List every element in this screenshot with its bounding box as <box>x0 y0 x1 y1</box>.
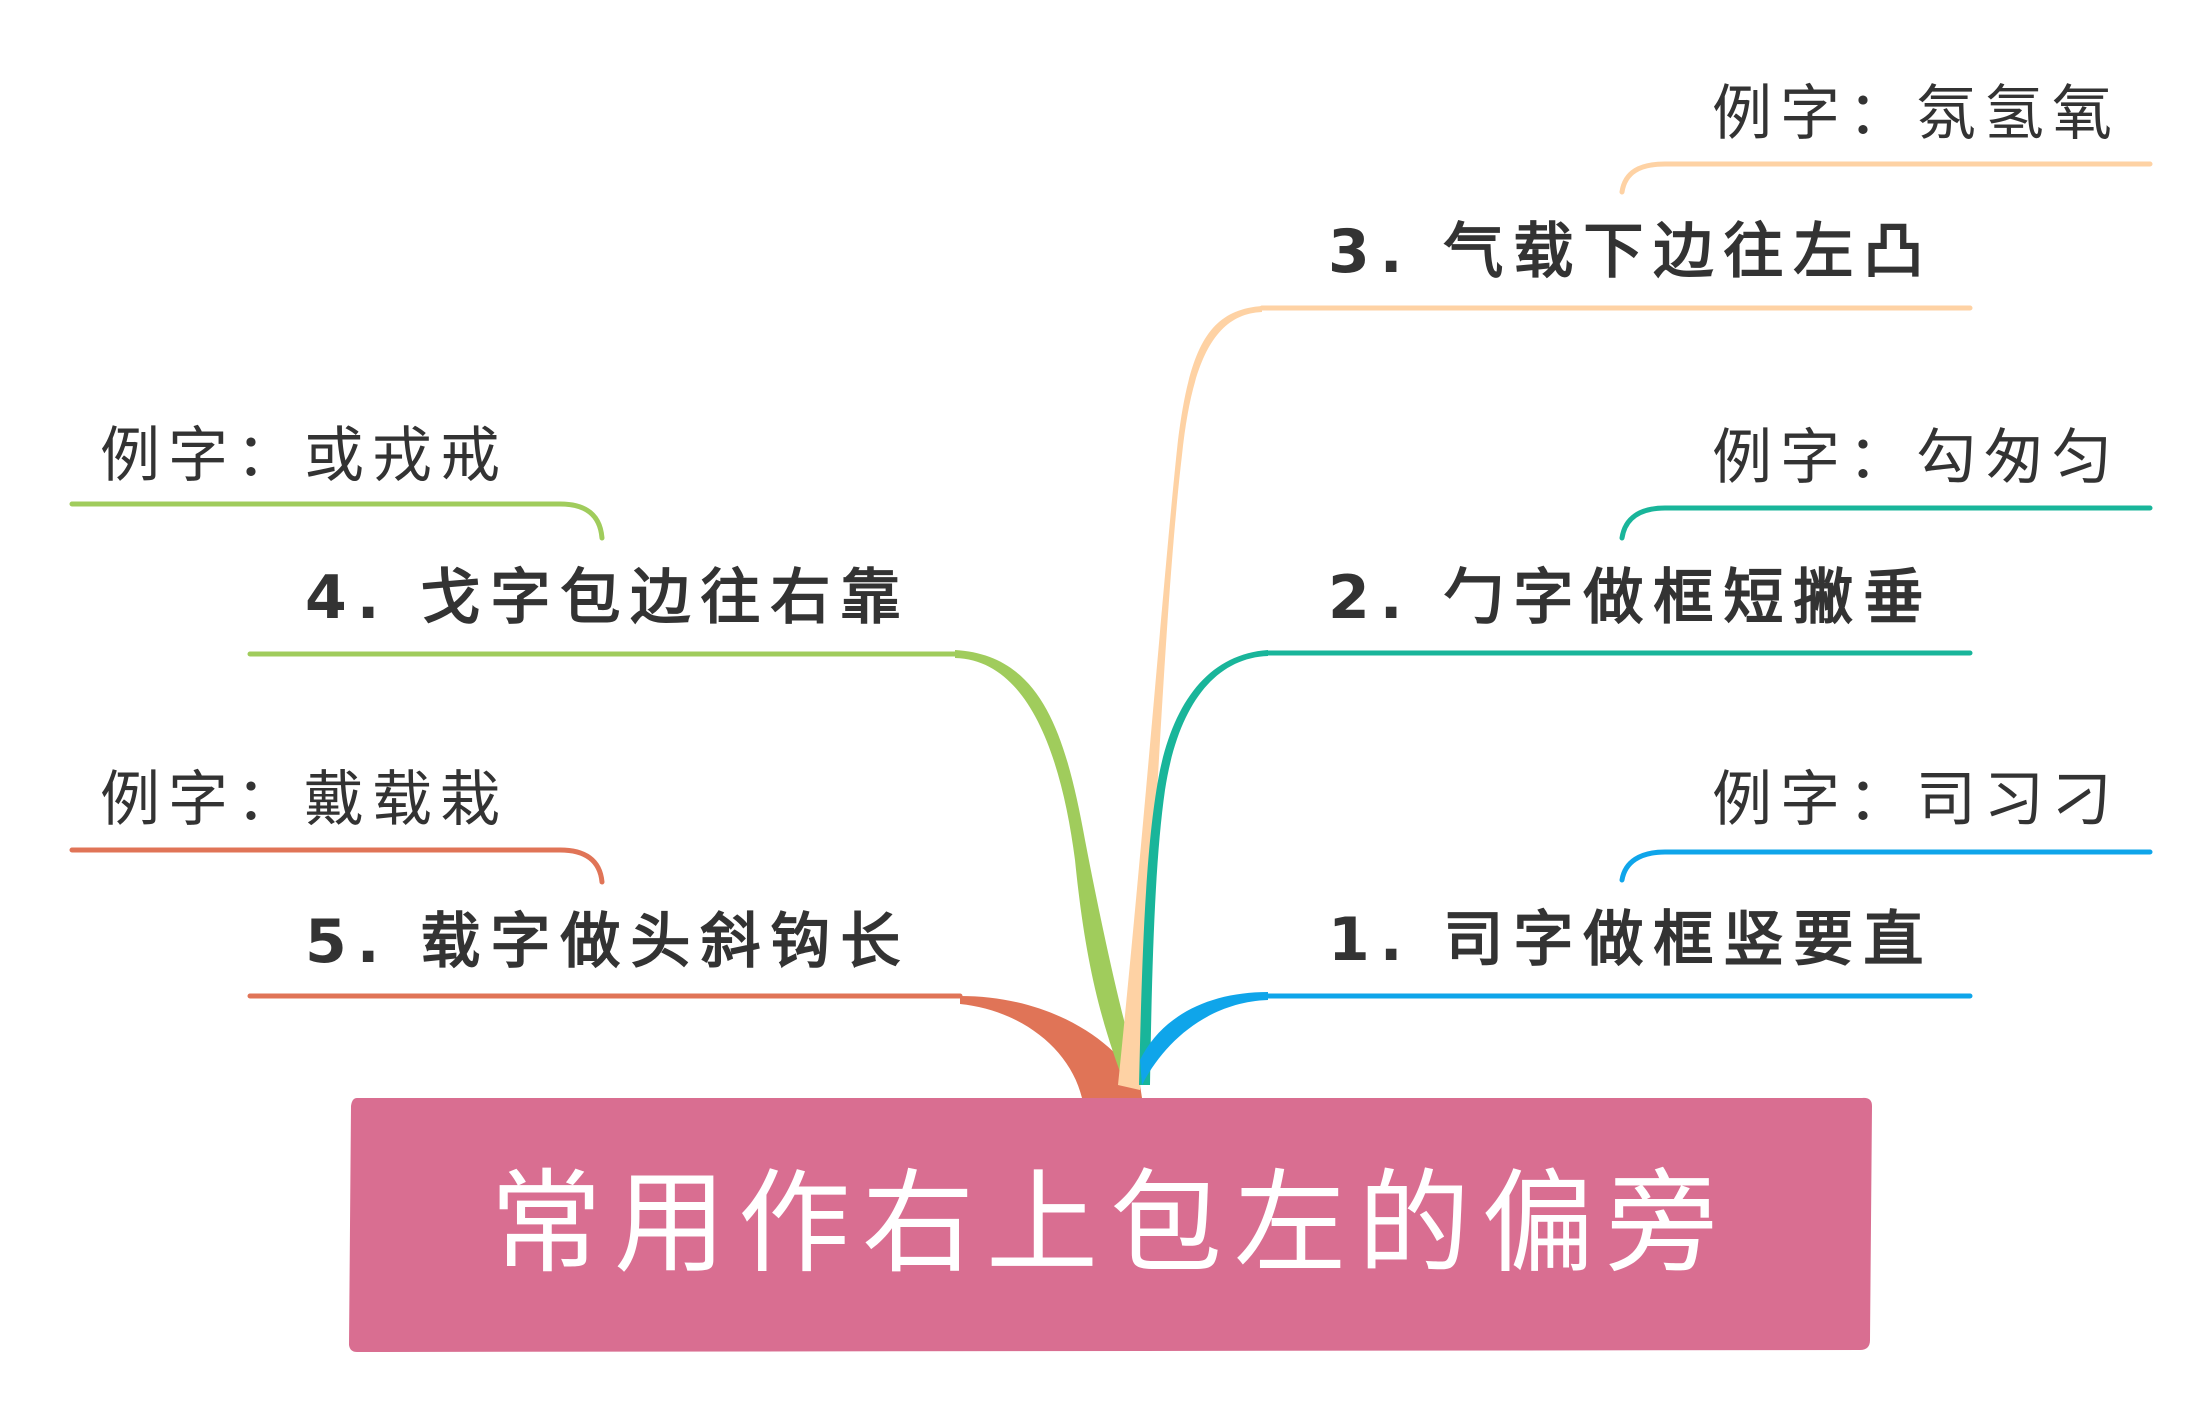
example-underline-2 <box>1619 505 2153 541</box>
example-label-3: 例字：氛氢氧 <box>1712 79 2120 149</box>
trunk-2 <box>1139 650 1268 1085</box>
branch-label-5: 5. 载字做头斜钩长 <box>305 907 910 977</box>
example-underline-4 <box>69 501 605 541</box>
branch-label-4: 4. 戈字包边往右靠 <box>305 563 910 633</box>
trunk-3 <box>1118 306 1262 1090</box>
trunk-4 <box>955 650 1140 1085</box>
example-underline-5 <box>69 847 605 885</box>
branch-label-1: 1. 司字做框竖要直 <box>1328 905 1933 975</box>
root-box <box>349 1097 1872 1352</box>
branch-label-3: 3. 气载下边往左凸 <box>1328 217 1933 287</box>
example-underline-1 <box>1619 849 2153 883</box>
trunk-5 <box>960 996 1142 1098</box>
root-title: 常用作右上包左的偏旁 <box>490 1159 1730 1289</box>
example-label-1: 例字：司习刁 <box>1712 765 2120 835</box>
example-label-5: 例字：戴载栽 <box>100 765 508 835</box>
example-label-4: 例字：或戎戒 <box>100 421 508 491</box>
branch-label-2: 2. 勹字做框短撇垂 <box>1328 563 1933 633</box>
example-underline-3 <box>1619 161 2153 195</box>
trunk-1 <box>1140 992 1268 1085</box>
example-label-2: 例字：勾匆匀 <box>1712 423 2120 493</box>
